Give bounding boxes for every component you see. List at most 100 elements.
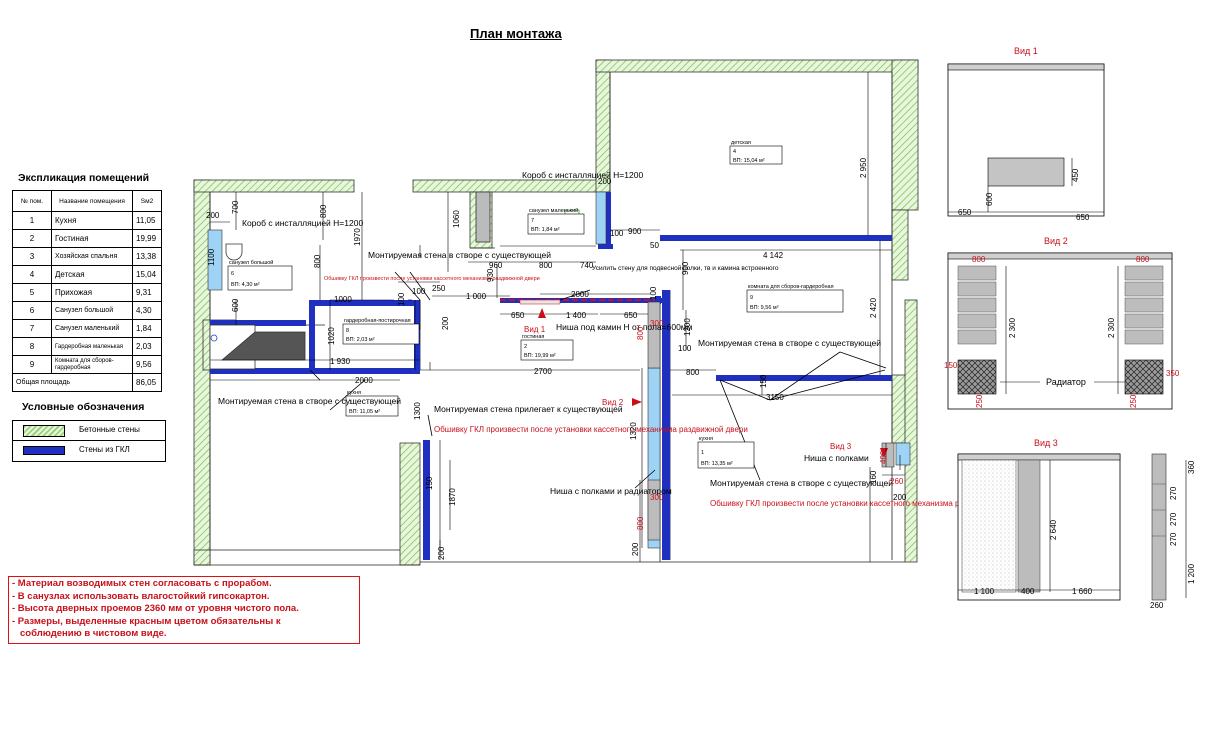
room-name: комната для сборов-гардеробная xyxy=(748,284,834,290)
dim-label-red: 260 xyxy=(890,477,904,486)
leader-lines xyxy=(309,271,887,489)
dim-label: 1320 xyxy=(629,422,638,440)
gkl-note-small: Обшивку ГКЛ произвести после установки к… xyxy=(324,275,540,282)
room-num: 6 xyxy=(231,271,234,277)
dim-label-red: 800 xyxy=(636,516,645,530)
view1-label: Вид 1 xyxy=(524,325,546,334)
dim-label: 200 xyxy=(437,546,446,560)
legend-label: Бетонные стены xyxy=(79,425,140,434)
room-tags xyxy=(227,145,844,469)
room-num: 4 xyxy=(733,149,736,155)
dim-label: 100 xyxy=(678,344,692,353)
installation-box-label: Короб с инсталляцией Н=1200 xyxy=(242,218,363,228)
mounted-wall-label-3: Монтируемая стена в створе с существующе… xyxy=(698,338,881,348)
dim-label: 2 300 xyxy=(1008,317,1017,338)
red-annotations: Обшивку ГКЛ произвести после установки к… xyxy=(324,275,1024,508)
wall-right-frame xyxy=(904,299,918,563)
dim-label: 200 xyxy=(441,316,450,330)
legend-item-concrete: Бетонные стены xyxy=(13,421,165,440)
concrete-swatch xyxy=(23,425,65,437)
room-num: 7 xyxy=(531,218,534,224)
room-tag-9 xyxy=(746,289,844,313)
view-3: Вид 3 2 640 1 100 400 1 660 360 270 270 … xyxy=(957,438,1196,610)
room-vp: ВП: 2,03 м² xyxy=(346,337,375,343)
room-tag-4 xyxy=(729,145,783,165)
room-vp: ВП: 1,84 м² xyxy=(531,227,560,233)
shelf-stack-right xyxy=(1124,265,1164,345)
gkl-swatch xyxy=(23,446,65,455)
room-name: детская xyxy=(731,140,751,146)
dim-label: 650 xyxy=(958,208,972,217)
dim-label: 200 xyxy=(206,211,220,220)
dim-label: 930 xyxy=(486,268,495,282)
shelf-niche-label-2: Ниша с полками xyxy=(804,453,869,463)
gkl-note-1: Обшивку ГКЛ произвести после установки к… xyxy=(434,425,748,434)
fireplace-niche-label: Ниша под камин Н от пола=600мм xyxy=(556,322,693,332)
dimension-lines xyxy=(210,72,905,562)
dim-label: 250 xyxy=(432,284,446,293)
dim-label: 740 xyxy=(580,261,594,270)
dim-label: 2 420 xyxy=(869,297,878,318)
toilet-icon xyxy=(225,243,243,261)
radiator-label: Радиатор xyxy=(1046,377,1086,387)
view-2-title: Вид 2 xyxy=(1044,236,1068,246)
dim-label: 650 xyxy=(511,311,525,320)
legend-item-gkl: Стены из ГКЛ xyxy=(13,441,165,460)
room-tag-texts: детская 4 ВП: 15,04 м² санузел маленький… xyxy=(229,140,834,467)
drain-icon xyxy=(210,334,218,342)
gkl-bath-bottom xyxy=(210,320,306,326)
dim-label: 1970 xyxy=(353,228,362,246)
dim-label: 800 xyxy=(539,261,553,270)
dim-label: 270 xyxy=(1169,512,1178,526)
room-vp: ВП: 9,56 м² xyxy=(750,305,779,311)
dim-label: 100 xyxy=(610,229,624,238)
dim-label: 1200 xyxy=(683,318,692,336)
legend: Бетонные стены Стены из ГКЛ xyxy=(12,420,166,462)
dim-label: 3150 xyxy=(766,393,784,402)
note-line: - В санузлах использовать влагостойкий г… xyxy=(12,590,270,602)
room-num: 2 xyxy=(524,344,527,350)
dim-label: 2 300 xyxy=(1107,317,1116,338)
dim-label: 100 xyxy=(412,287,426,296)
dimension-labels: 200 700 800 1970 1060 200 900 1100 600 1… xyxy=(206,157,907,560)
fireplace-niche xyxy=(519,299,561,305)
room-vp: ВП: 15,04 м² xyxy=(733,158,765,164)
view1-arrow xyxy=(538,308,546,318)
dim-label: 160 xyxy=(869,470,878,484)
wall-column-low xyxy=(399,442,421,566)
niche-upper xyxy=(647,301,661,369)
dim-label: 2 950 xyxy=(859,157,868,178)
dim-label: 100 xyxy=(649,286,658,300)
dim-label: 360 xyxy=(1187,460,1196,474)
niche-lower xyxy=(647,479,661,541)
dim-label: 700 xyxy=(231,200,240,214)
dim-label: 200 xyxy=(598,177,612,186)
dim-label: 1000 xyxy=(334,295,352,304)
dim-label: 1 000 xyxy=(466,292,487,301)
wall-right-mid xyxy=(891,209,909,281)
room-tag-1b xyxy=(697,441,755,469)
gkl-living-post xyxy=(655,296,661,304)
total-value: 86,05 xyxy=(132,373,162,392)
wall-top-mid xyxy=(412,179,602,193)
note-line: - Высота дверных проемов 2360 мм от уров… xyxy=(12,603,299,614)
wall-left xyxy=(193,179,211,566)
dim-label: 1300 xyxy=(413,402,422,420)
explication-heading: Экспликация помещений xyxy=(18,172,150,184)
room-num: 9 xyxy=(750,295,753,301)
dim-label: 2 640 xyxy=(1049,519,1058,540)
room-vp: ВП: 4,30 м² xyxy=(231,282,260,288)
dim-label: 2000 xyxy=(355,376,373,385)
room-name: гардеробная-постирочная xyxy=(344,318,411,324)
room-tag-7 xyxy=(527,213,585,235)
room-vp: ВП: 11,05 м² xyxy=(349,409,380,415)
dim-label: 2700 xyxy=(534,367,552,376)
notes-box: - Материал возводимых стен согласовать с… xyxy=(8,576,360,644)
dim-label: 800 xyxy=(686,368,700,377)
note-line: - Размеры, выделенные красным цветом обя… xyxy=(12,615,281,627)
radiator-right xyxy=(1124,359,1164,395)
dim-label: 800 xyxy=(313,254,322,268)
